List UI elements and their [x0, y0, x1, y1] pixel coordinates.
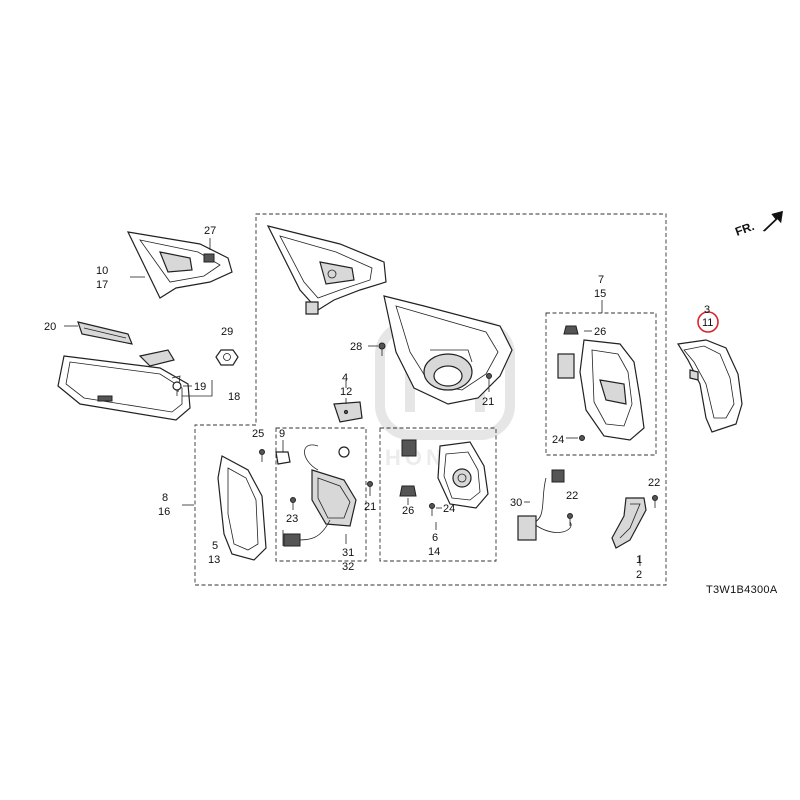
group-boxes [194, 213, 667, 586]
part-mirror-cap [677, 339, 743, 433]
callout-29: 29 [221, 326, 233, 338]
front-direction-indicator: FR. [733, 210, 783, 239]
callout-20: 20 [44, 321, 56, 333]
part-side-turn-light [611, 495, 658, 549]
part-turn-signal-harness [517, 469, 573, 541]
part-screw-21a [486, 373, 492, 387]
part-sensor-cover [64, 321, 133, 345]
part-actuator [399, 439, 489, 516]
callout-15: 15 [594, 288, 606, 300]
callout-31: 31 [342, 547, 354, 559]
callout-9: 9 [279, 428, 285, 440]
actuator-group-box [379, 427, 497, 562]
part-inner-garnish [126, 231, 233, 299]
part-heater-harness [283, 444, 357, 547]
callout-13: 13 [208, 554, 220, 566]
highlight-circle-11 [697, 311, 719, 333]
callout-30: 30 [510, 497, 522, 509]
outer-mirror-assembly-box [194, 213, 667, 586]
part-clip-19 [172, 380, 213, 397]
callout-16: 16 [158, 506, 170, 518]
callout-8: 8 [162, 492, 168, 504]
part-rearview-mirror [57, 349, 191, 421]
callout-labels: 3 11 7 15 26 24 10 17 27 20 29 28 19 18 … [44, 225, 713, 581]
callout-22b: 22 [648, 477, 660, 489]
callout-24a: 24 [552, 434, 564, 446]
callout-23: 23 [286, 513, 298, 525]
diagram-code: T3W1B4300A [706, 584, 778, 596]
callout-28: 28 [350, 341, 362, 353]
callout-11: 11 [702, 317, 713, 329]
callout-5: 5 [212, 540, 218, 552]
mirror-cover-group-box [545, 312, 657, 456]
callout-3: 3 [704, 304, 710, 316]
callout-10: 10 [96, 265, 108, 277]
front-direction-label: FR. [733, 219, 756, 239]
part-nut [215, 349, 239, 366]
part-screw-28 [368, 342, 386, 356]
callout-12: 12 [340, 386, 352, 398]
callout-32: 32 [342, 561, 354, 573]
callout-22a: 22 [566, 490, 578, 502]
callout-4: 4 [342, 372, 348, 384]
callout-2: 2 [636, 569, 642, 581]
callout-21a: 21 [482, 396, 494, 408]
part-mirror-base [266, 225, 387, 315]
callout-19: 19 [194, 381, 206, 393]
callout-14: 14 [428, 546, 440, 558]
front-arrow-icon [762, 210, 783, 232]
callout-26a: 26 [594, 326, 606, 338]
callout-7: 7 [598, 274, 604, 286]
part-clip-9 [275, 440, 291, 465]
callout-24b: 24 [443, 503, 455, 515]
callout-6: 6 [432, 532, 438, 544]
part-screw-21b [367, 481, 373, 496]
callout-17: 17 [96, 279, 108, 291]
leader-lines [209, 238, 641, 566]
heater-harness-group-box [275, 427, 367, 562]
callout-21b: 21 [364, 501, 376, 513]
callout-18: 18 [228, 391, 240, 403]
part-mirror-housing [383, 295, 513, 405]
callout-26b: 26 [402, 505, 414, 517]
part-screw-25 [259, 449, 265, 462]
part-bracket [333, 398, 363, 423]
callout-25: 25 [252, 428, 264, 440]
part-mirror-cover-inner [557, 325, 645, 441]
callout-1: 1 [636, 554, 642, 566]
callout-27: 27 [204, 225, 216, 237]
part-mirror-glass [182, 455, 267, 561]
